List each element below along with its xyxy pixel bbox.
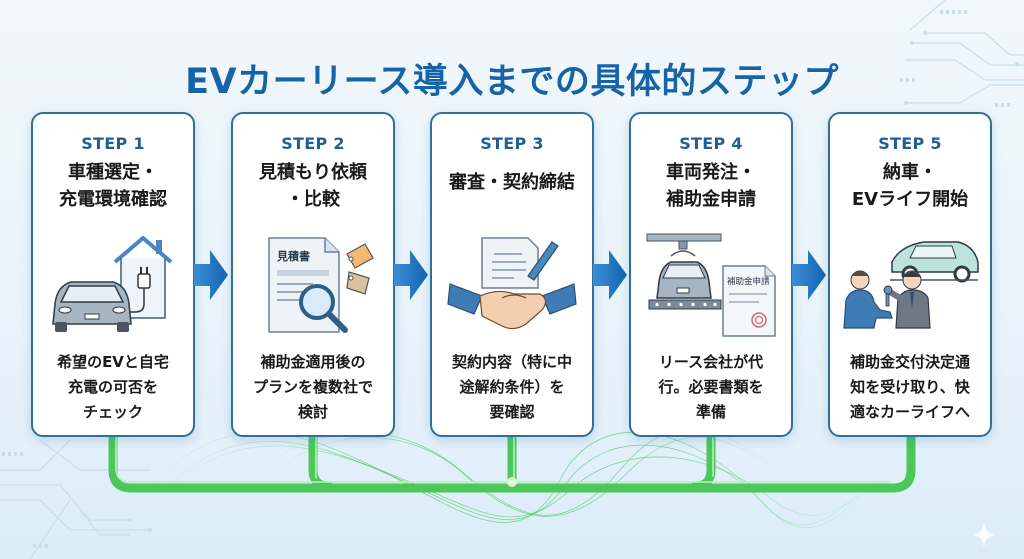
step-heading: 見積もり依頼 ・比較 xyxy=(259,162,367,210)
step-heading: 車両発注・ 補助金申請 xyxy=(666,162,756,210)
step-description: 補助金交付決定通 知を受け取り、快 適なカーライフへ xyxy=(849,353,970,421)
step-label: STEP 5 xyxy=(878,134,942,153)
step-label: STEP 4 xyxy=(679,134,743,153)
application-doc-label: 補助金申請 xyxy=(727,276,770,287)
step-label: STEP 3 xyxy=(480,134,544,153)
arrow-right-icon xyxy=(394,250,428,300)
handshake-contract-icon xyxy=(447,237,577,330)
step-heading: 審査・契約締結 xyxy=(449,171,575,193)
step-label: STEP 1 xyxy=(81,134,145,153)
car-delivery-key-handover-icon xyxy=(843,241,979,329)
arrow-right-icon xyxy=(792,250,826,300)
step-card-4: STEP 4 車両発注・ 補助金申請 補助金申請 リース会社が代 行。必要書類を… xyxy=(629,112,793,437)
car-factory-application-icon: 補助金申請 xyxy=(646,233,776,337)
step-description: リース会社が代 行。必要書類を 準備 xyxy=(658,353,764,421)
step-description: 希望のEVと自宅 充電の可否を チェック xyxy=(57,353,169,421)
step-description: 契約内容（特に中 途解約条件）を 要確認 xyxy=(451,353,572,421)
step-heading: 納車・ EVライフ開始 xyxy=(851,162,969,210)
step-card-2: STEP 2 見積もり依頼 ・比較 見積書 補助金適用後の プランを複数社で 検… xyxy=(231,112,395,437)
sparkle-icon xyxy=(973,522,995,548)
car-home-charger-icon xyxy=(52,236,173,332)
step-label: STEP 2 xyxy=(281,134,345,153)
quote-magnifier-tags-icon: 見積書 xyxy=(268,237,374,333)
step-card-1: STEP 1 車種選定・ 充電環境確認 希望のEVと自宅 充電の可否を チェック xyxy=(31,112,195,437)
arrow-right-icon xyxy=(593,250,627,300)
step-card-5: STEP 5 納車・ EVライフ開始 補助金交付決定通 知を受け取り、快 適なカ… xyxy=(828,112,992,437)
waves xyxy=(139,427,901,529)
step-heading: 車種選定・ 充電環境確認 xyxy=(59,162,167,210)
step-description: 補助金適用後の プランを複数社で 検討 xyxy=(252,353,373,421)
step-card-3: STEP 3 審査・契約締結 契約内容（特に中 途解約条件）を 要確認 xyxy=(430,112,594,437)
arrow-right-icon xyxy=(194,250,228,300)
page-title: EVカーリース導入までの具体的ステップ xyxy=(185,62,839,103)
quote-doc-label: 見積書 xyxy=(276,249,310,263)
